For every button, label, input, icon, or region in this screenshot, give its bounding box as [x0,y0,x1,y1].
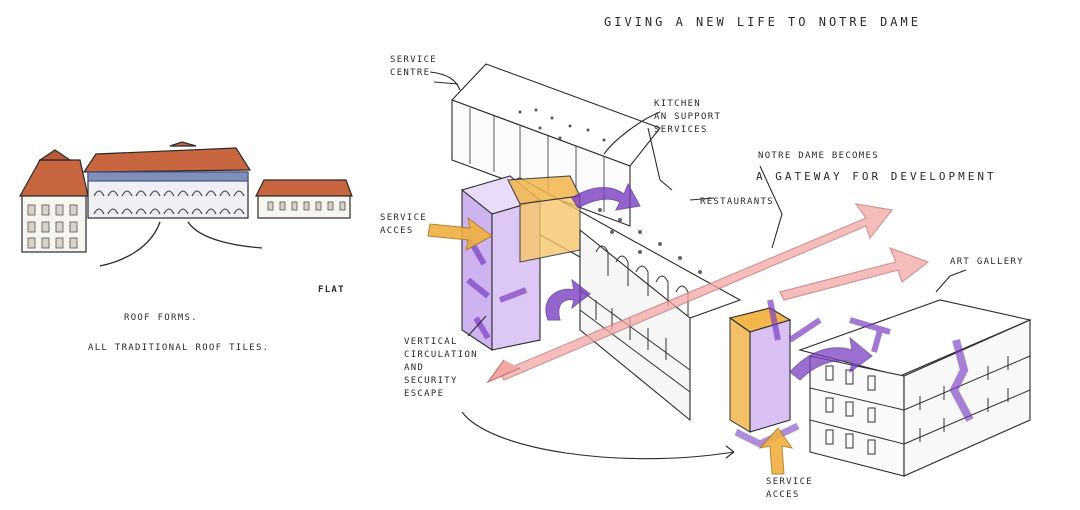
label-leaders [429,71,967,460]
service-access-arrows [427,216,794,475]
label-gateway-line2: A Gateway for Development [756,170,997,183]
label-traditional-tiles: All traditional roof tiles. [88,343,270,353]
label-service-centre: Service Centre [390,55,438,78]
label-roof-forms: Roof Forms. [124,313,198,323]
label-service-acces-bottom: Service Acces [766,477,814,500]
roof-elevation-sketch [18,141,353,267]
label-art-gallery: Art Gallery [950,257,1024,267]
label-service-acces-left: Service Acces [380,213,428,236]
sketch-title: Giving a new life to Notre Dame [604,15,921,29]
label-vertical-circulation: Vertical circulation and security escape [404,337,478,399]
purple-flow-arrows [545,182,873,381]
label-flat: Flat [318,285,345,295]
label-kitchen: Kitchen an support services [654,99,722,135]
gateway-arrows [486,203,930,384]
label-gateway-line1: Notre Dame becomes [758,151,879,161]
label-restaurants: Restaurants [700,197,774,207]
